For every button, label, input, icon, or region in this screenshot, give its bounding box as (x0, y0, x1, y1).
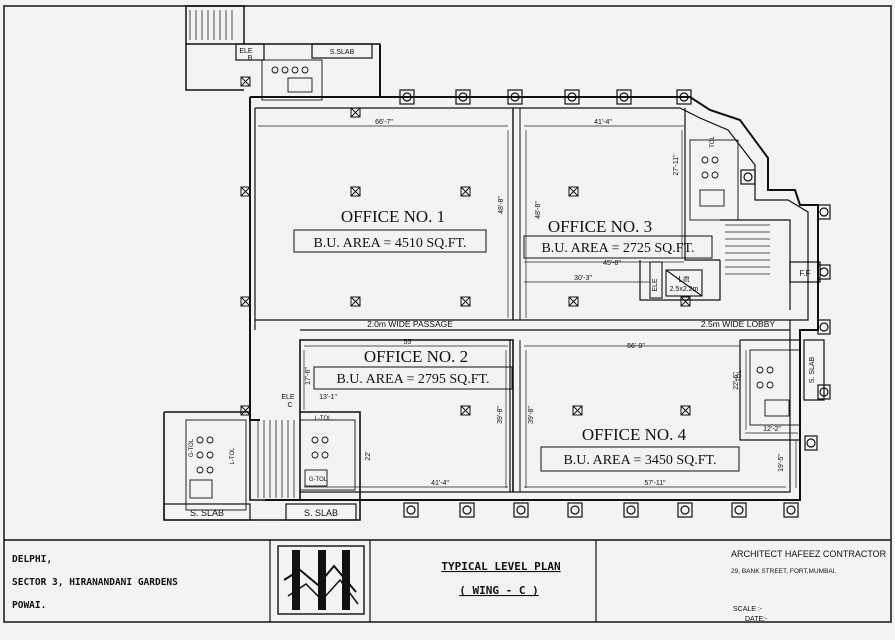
office-4-area-box (540, 446, 740, 472)
location-line-1: DELPHI, (12, 554, 52, 565)
dim-d1: 66'-7" (375, 119, 393, 126)
sslab-right-label: S. SLAB (809, 356, 816, 383)
dim-v9: 22' (365, 451, 372, 460)
dim-d2: 41'-4" (594, 119, 612, 126)
office-2-name: OFFICE NO. 2 (364, 347, 468, 366)
office-1-area-box (293, 229, 487, 253)
gtol-mid-label: G-TOL (309, 477, 328, 483)
passage-label: 2.0m WIDE PASSAGE (367, 319, 453, 329)
drawing-title: TYPICAL LEVEL PLAN (441, 560, 560, 573)
office-4-area: B.U. AREA = 3450 SQ.FT. (563, 453, 716, 468)
stair-treads (189, 10, 770, 498)
dim-v5: 39'-8" (497, 406, 504, 424)
date-label: DATE:- (745, 616, 768, 623)
ele-c-letter: C (287, 402, 292, 409)
building-outline (163, 5, 819, 521)
dim-d3: 45'-8" (603, 260, 621, 267)
dim-v1: 48'-8" (498, 196, 505, 214)
gtol-left-label: G-TOL (189, 438, 195, 457)
office-1-name: OFFICE NO. 1 (341, 207, 445, 226)
location-line-2: SECTOR 3, HIRANANDANI GARDENS (12, 577, 178, 588)
tol-top-label: TOL (710, 136, 716, 148)
office-2-area-box (313, 366, 513, 390)
scale-label: SCALE :- (733, 606, 763, 613)
lobby-label: 2.5m WIDE LOBBY (701, 319, 775, 329)
office-3-area: B.U. AREA = 2725 SQ.FT. (541, 241, 694, 256)
dim-v3: 27'-11" (673, 154, 680, 176)
dim-d4: 30'-3" (574, 275, 592, 282)
ele-b-letter: B (248, 55, 253, 62)
dim-d9: 57'-11" (644, 480, 666, 487)
tol-right-label: TOL (737, 370, 743, 382)
ltol-mid-label: L-TOL (315, 416, 333, 422)
dim-v7: 22'-6" (733, 372, 740, 390)
sslab-left-label: S. SLAB (190, 508, 224, 518)
dim-v2: 48'-8" (535, 201, 542, 219)
dim-d8: 41'-4" (431, 480, 449, 487)
interior-column-markers (240, 76, 691, 416)
dimension-lines (258, 125, 798, 488)
title-block: DELPHI, SECTOR 3, HIRANANDANI GARDENS PO… (4, 539, 891, 623)
ele-label-core: ELE (652, 278, 659, 292)
lift-size-label: 2.5x2.2m (670, 286, 699, 293)
lift-label: Lift (679, 275, 690, 284)
dim-d6: 56'-9" (627, 343, 645, 350)
sslab-top-label: S.SLAB (330, 49, 355, 56)
office-3-area-box (523, 235, 713, 259)
ele-label-b: ELE (239, 48, 253, 55)
ff-label: F.F (799, 269, 810, 278)
drawing-subtitle: ( WING - C ) (459, 584, 538, 597)
drawing-border (3, 5, 892, 623)
dim-d7: 13'-1" (319, 394, 337, 401)
office-3-name: OFFICE NO. 3 (548, 217, 652, 236)
dim-v6: 39'-8" (528, 406, 535, 424)
dim-v4: 17'-6" (305, 367, 312, 385)
office-1-area: B.U. AREA = 4510 SQ.FT. (313, 236, 466, 251)
office-2-area: B.U. AREA = 2795 SQ.FT. (336, 372, 489, 387)
ltol-left-label: L-TOL (230, 447, 236, 465)
sslab-mid-label: S. SLAB (304, 508, 338, 518)
ele-label-c: ELE (281, 394, 295, 401)
dim-v8: 19'-5" (778, 454, 785, 472)
architect-name: ARCHITECT HAFEEZ CONTRACTOR (731, 549, 887, 559)
dim-d5: 55' (403, 339, 412, 346)
hiranandani-logo (277, 545, 365, 615)
location-line-3: POWAI. (12, 600, 46, 611)
slab-boxes (163, 43, 825, 521)
toilet-fixtures (185, 59, 801, 511)
dimension-labels: 66'-7" 41'-4" 45'-8" 30'-3" 55' 56'-9" 1… (305, 119, 785, 487)
architect-address: 29, BANK STREET, FORT,MUMBAI. (731, 568, 837, 575)
office-4-name: OFFICE NO. 4 (582, 425, 687, 444)
dim-d10: 12'-2" (763, 426, 781, 433)
